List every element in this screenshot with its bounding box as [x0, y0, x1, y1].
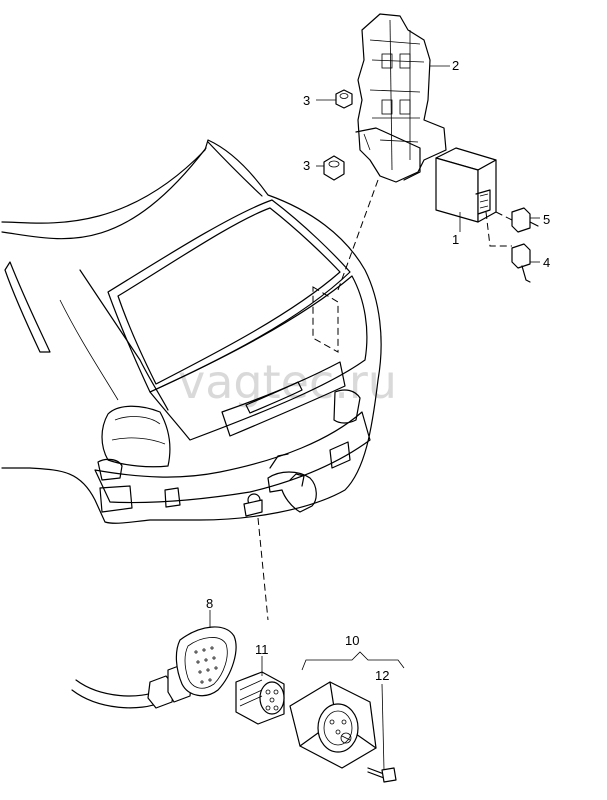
callout-3-upper: 3 [303, 93, 310, 108]
tow-hitch [243, 453, 317, 517]
callout-12: 12 [375, 668, 389, 683]
tow-socket-housing [289, 681, 377, 769]
leader-12 [381, 683, 385, 771]
bracket-line-10 [301, 651, 405, 671]
callout-8: 8 [206, 596, 213, 611]
dashed-leader-connector-5 [495, 211, 513, 221]
nut-lower [323, 155, 345, 181]
callout-2: 2 [452, 58, 459, 73]
control-unit [435, 147, 497, 223]
vehicle-rear-body [1, 139, 382, 524]
callout-3-lower: 3 [303, 158, 310, 173]
bracket [355, 13, 447, 183]
nut-upper [335, 89, 353, 109]
cable-harness [71, 626, 237, 709]
connector-4 [511, 243, 531, 283]
callout-10: 10 [345, 633, 359, 648]
dashed-leader-bracket-tailgate [337, 179, 379, 291]
callout-11: 11 [255, 642, 269, 657]
watermark: vagtec.ru [178, 355, 397, 409]
connector-5 [511, 207, 539, 233]
callout-4: 4 [543, 255, 550, 270]
callout-1: 1 [452, 232, 459, 247]
dashed-leader-connectors [485, 211, 512, 247]
socket-insert [235, 671, 285, 725]
screw [367, 767, 397, 783]
callout-5: 5 [543, 212, 550, 227]
dashed-leader-hitch-socket [257, 517, 269, 621]
